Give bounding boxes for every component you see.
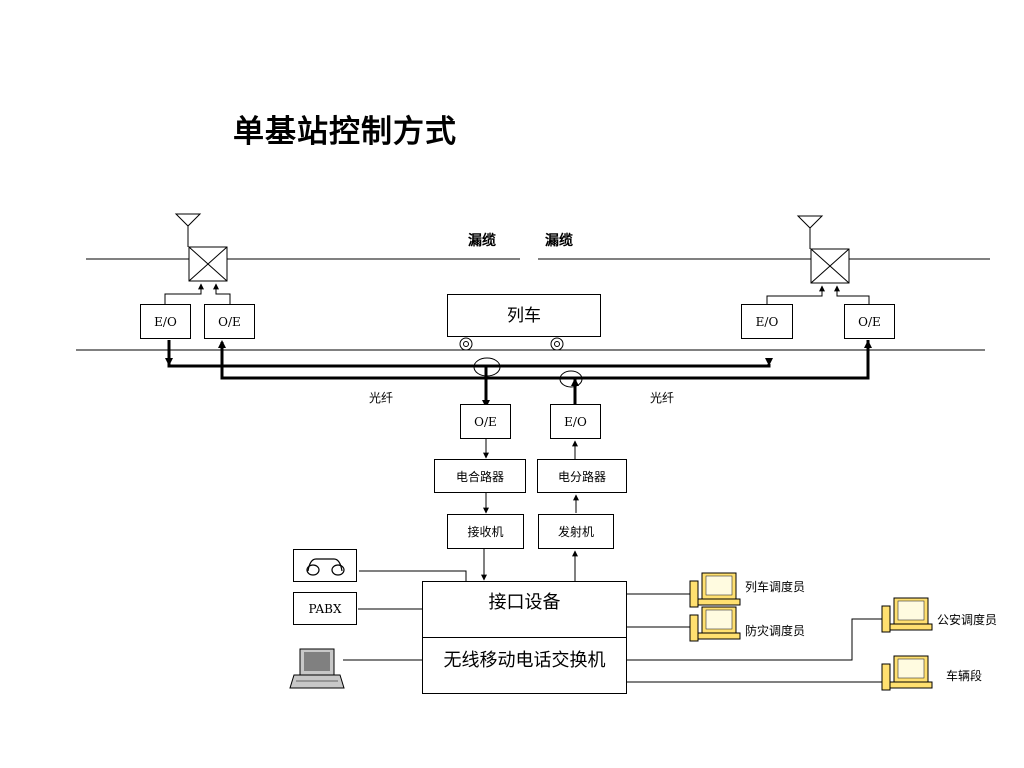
train-wheels-icon	[459, 337, 564, 351]
terminal-label-depot: 车辆段	[946, 669, 983, 683]
telephone-box	[293, 549, 357, 582]
terminal-label-police-dispatcher: 公安调度员	[937, 613, 998, 627]
fiber-label-left: 光纤	[369, 391, 394, 405]
receiver-box: 接收机	[447, 514, 524, 549]
fiber-couplers	[473, 357, 583, 388]
interface-equipment-box: 接口设备	[422, 581, 627, 638]
right-eo-box: E/O	[741, 304, 793, 339]
leaky-cable-label-right: 漏缆	[545, 233, 573, 249]
leaky-cable-label-left: 漏缆	[468, 233, 496, 249]
computer-icon	[881, 597, 933, 633]
left-eo-box: E/O	[140, 304, 191, 339]
telephone-icon	[306, 558, 345, 576]
center-eo-box: E/O	[550, 404, 601, 439]
phone-connector	[343, 570, 467, 661]
left-antenna-icon	[174, 213, 202, 247]
terminal-label-train-dispatcher: 列车调度员	[745, 580, 806, 594]
mobile-switch-box: 无线移动电话交换机	[422, 637, 627, 694]
right-antenna-icon	[796, 215, 824, 249]
fiber-drops	[484, 366, 577, 405]
transmitter-box: 发射机	[538, 514, 614, 549]
left-coupler-connectors	[164, 283, 231, 304]
page-title: 单基站控制方式	[233, 114, 457, 150]
right-oe-box: O/E	[844, 304, 895, 339]
left-oe-box: O/E	[204, 304, 255, 339]
pabx-box: PABX	[293, 592, 357, 625]
train-box: 列车	[447, 294, 601, 337]
terminal-connectors	[626, 593, 884, 683]
combiner-box: 电合路器	[434, 459, 526, 493]
center-oe-box: O/E	[460, 404, 511, 439]
left-coupler-icon	[188, 246, 228, 282]
terminal-label-disaster-dispatcher: 防灾调度员	[745, 624, 806, 638]
right-coupler-icon	[810, 248, 850, 284]
right-coupler-connectors	[766, 285, 870, 304]
splitter-box: 电分路器	[537, 459, 627, 493]
fiber-arrowheads	[165, 340, 872, 366]
fiber-optic-bus	[167, 340, 870, 380]
fiber-label-right: 光纤	[650, 391, 675, 405]
computer-icon	[881, 655, 933, 691]
center-chain-connectors	[481, 439, 579, 581]
computer-icon	[689, 606, 741, 642]
laptop-icon	[289, 648, 345, 689]
computer-icon	[689, 572, 741, 608]
